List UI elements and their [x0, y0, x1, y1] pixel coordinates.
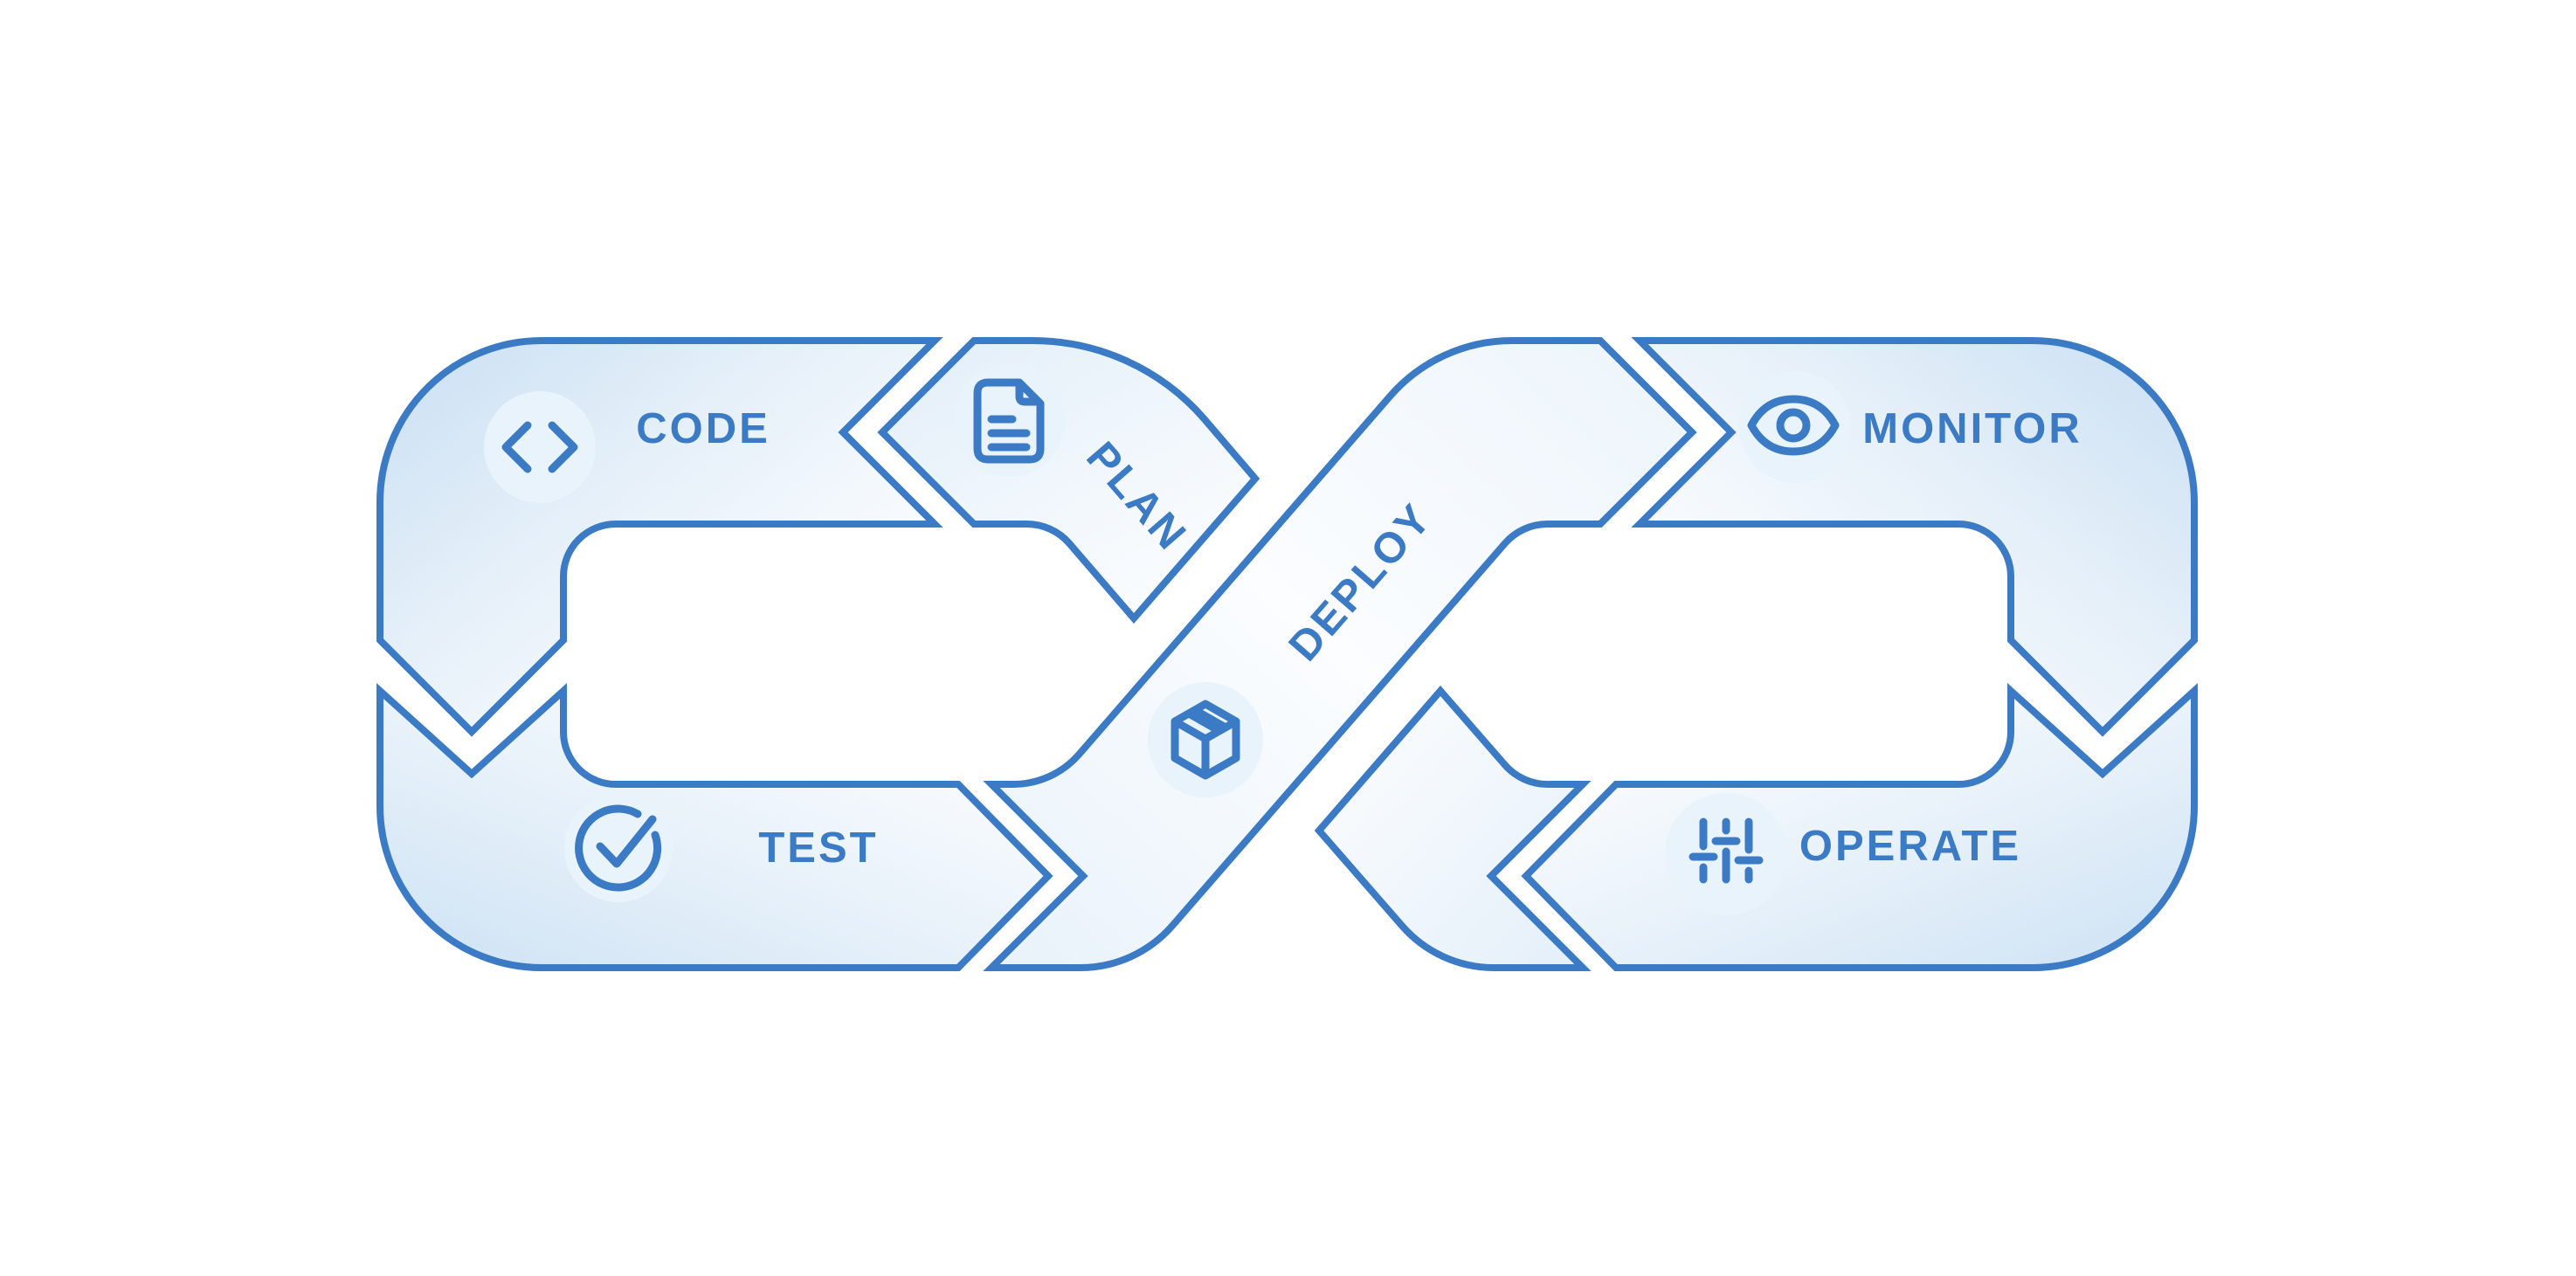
code-label: CODE	[636, 405, 770, 452]
deploy-segment	[983, 337, 1697, 971]
monitor-label: MONITOR	[1862, 405, 2082, 452]
eye-icon	[1739, 371, 1851, 483]
operate-label: OPERATE	[1799, 823, 2021, 870]
code-icon	[484, 391, 596, 503]
check-circle-icon	[564, 794, 673, 902]
monitor-segment	[1640, 341, 2194, 732]
package-box-icon	[1148, 682, 1263, 797]
icon-bubble	[1739, 371, 1851, 483]
sliders-icon	[1665, 793, 1787, 915]
loop-connector-segment	[1314, 685, 1592, 971]
code-segment	[376, 337, 943, 737]
test-label: TEST	[758, 824, 878, 872]
plan-segment	[877, 336, 1260, 624]
test-segment	[376, 682, 1053, 971]
document-icon	[953, 365, 1065, 477]
icon-bubble	[484, 391, 596, 503]
